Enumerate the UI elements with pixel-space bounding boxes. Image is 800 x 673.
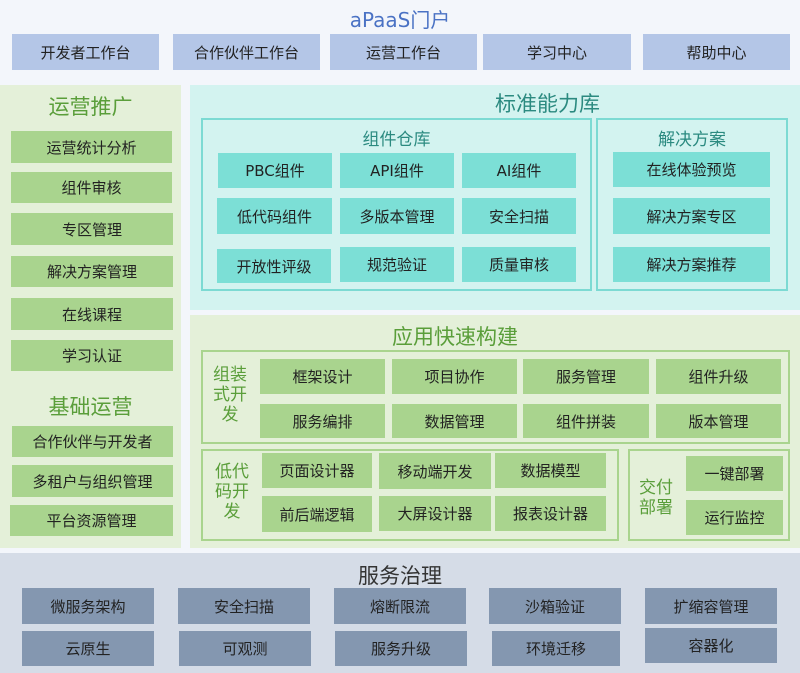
svc-service-upgrade[interactable]: 服务升级 bbox=[335, 631, 467, 666]
solutions-title: 解决方案 bbox=[658, 130, 726, 150]
basic-item-multitenant[interactable]: 多租户与组织管理 bbox=[12, 465, 173, 497]
component-openness-rating[interactable]: 开放性评级 bbox=[217, 249, 331, 283]
assembly-component-upgrade[interactable]: 组件升级 bbox=[656, 359, 781, 394]
svc-sandbox-validation[interactable]: 沙箱验证 bbox=[489, 588, 621, 624]
svc-environment-migration[interactable]: 环境迁移 bbox=[492, 631, 620, 666]
portal-partner-workbench[interactable]: 合作伙伴工作台 bbox=[173, 34, 320, 70]
delivery-label: 交付部署 bbox=[639, 478, 673, 518]
lowcode-data-model[interactable]: 数据模型 bbox=[495, 453, 606, 488]
lowcode-frontend-backend-logic[interactable]: 前后端逻辑 bbox=[262, 496, 372, 532]
lowcode-mobile-dev[interactable]: 移动端开发 bbox=[379, 453, 491, 489]
operations-panel: 运营推广 运营统计分析 组件审核 专区管理 解决方案管理 在线课程 学习认证 基… bbox=[0, 85, 181, 548]
operations-promotion-title: 运营推广 bbox=[48, 95, 133, 119]
portal-developer-workbench[interactable]: 开发者工作台 bbox=[12, 34, 159, 70]
service-governance-title: 服务治理 bbox=[358, 564, 442, 588]
portal-learning-center[interactable]: 学习中心 bbox=[483, 34, 631, 70]
component-api[interactable]: API组件 bbox=[340, 153, 454, 188]
svc-autoscaling[interactable]: 扩缩容管理 bbox=[645, 588, 777, 624]
ops-item-solution-management[interactable]: 解决方案管理 bbox=[11, 256, 173, 287]
assembly-project-collaboration[interactable]: 项目协作 bbox=[392, 359, 517, 394]
basic-operations-title: 基础运营 bbox=[48, 395, 133, 419]
delivery-runtime-monitoring[interactable]: 运行监控 bbox=[686, 500, 783, 535]
ops-item-component-review[interactable]: 组件审核 bbox=[11, 172, 172, 203]
assembly-framework-design[interactable]: 框架设计 bbox=[260, 359, 385, 394]
assembly-dev-label: 组装式开发 bbox=[213, 365, 247, 425]
ops-item-online-courses[interactable]: 在线课程 bbox=[11, 298, 173, 330]
ops-item-statistics[interactable]: 运营统计分析 bbox=[11, 131, 172, 163]
component-security-scan[interactable]: 安全扫描 bbox=[462, 198, 576, 234]
portal-operations-workbench[interactable]: 运营工作台 bbox=[330, 34, 477, 70]
assembly-version-management[interactable]: 版本管理 bbox=[656, 404, 781, 438]
svc-security-scan[interactable]: 安全扫描 bbox=[178, 588, 310, 624]
solution-online-preview[interactable]: 在线体验预览 bbox=[613, 152, 770, 187]
basic-item-platform-resources[interactable]: 平台资源管理 bbox=[10, 505, 173, 536]
component-pbc[interactable]: PBC组件 bbox=[218, 153, 332, 188]
ops-item-zone-management[interactable]: 专区管理 bbox=[11, 213, 173, 245]
component-ai[interactable]: AI组件 bbox=[462, 153, 576, 188]
assembly-dev-frame bbox=[201, 350, 790, 444]
component-multiversion[interactable]: 多版本管理 bbox=[340, 198, 454, 234]
assembly-component-assembly[interactable]: 组件拼装 bbox=[523, 404, 649, 438]
component-warehouse-title: 组件仓库 bbox=[362, 130, 431, 150]
assembly-service-management[interactable]: 服务管理 bbox=[523, 359, 649, 394]
app-build-title: 应用快速构建 bbox=[392, 325, 518, 349]
lowcode-page-designer[interactable]: 页面设计器 bbox=[262, 453, 372, 488]
basic-item-partners-developers[interactable]: 合作伙伴与开发者 bbox=[12, 426, 173, 457]
component-spec-validation[interactable]: 规范验证 bbox=[340, 247, 454, 282]
component-lowcode[interactable]: 低代码组件 bbox=[217, 198, 332, 234]
delivery-frame bbox=[628, 449, 790, 541]
lowcode-dashboard-designer[interactable]: 大屏设计器 bbox=[379, 496, 491, 531]
lowcode-dev-label: 低代码开发 bbox=[215, 462, 249, 522]
solution-recommendation[interactable]: 解决方案推荐 bbox=[613, 247, 770, 282]
standard-library-title: 标准能力库 bbox=[495, 92, 600, 116]
svc-cloud-native[interactable]: 云原生 bbox=[22, 631, 154, 666]
ops-item-learning-certification[interactable]: 学习认证 bbox=[11, 340, 173, 371]
portal-help-center[interactable]: 帮助中心 bbox=[643, 34, 790, 70]
portal-title: aPaaS门户 bbox=[349, 8, 451, 32]
svc-microservices[interactable]: 微服务架构 bbox=[22, 588, 154, 624]
component-quality-review[interactable]: 质量审核 bbox=[462, 247, 576, 282]
svc-observability[interactable]: 可观测 bbox=[179, 631, 311, 666]
lowcode-dev-frame bbox=[201, 449, 619, 541]
svc-containerization[interactable]: 容器化 bbox=[645, 628, 777, 663]
assembly-data-management[interactable]: 数据管理 bbox=[392, 404, 517, 438]
lowcode-report-designer[interactable]: 报表设计器 bbox=[495, 496, 606, 531]
solution-zone[interactable]: 解决方案专区 bbox=[613, 198, 770, 234]
svc-circuit-breaker[interactable]: 熔断限流 bbox=[334, 588, 466, 624]
delivery-one-click-deploy[interactable]: 一键部署 bbox=[686, 456, 783, 491]
assembly-service-orchestration[interactable]: 服务编排 bbox=[260, 404, 385, 438]
